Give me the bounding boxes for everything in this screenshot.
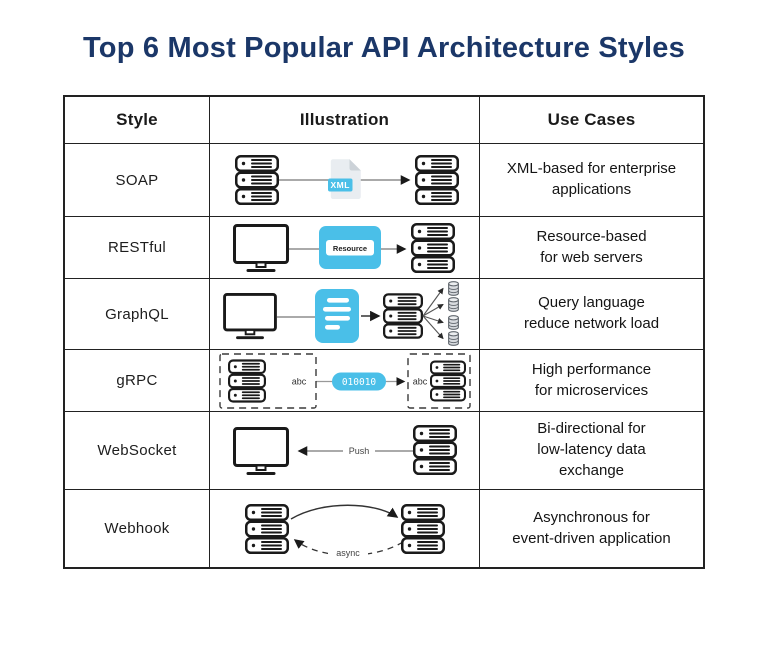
grpc-server-box: abc — [406, 352, 471, 409]
soap-illustration: XML — [234, 155, 459, 205]
query-document-icon — [314, 289, 359, 343]
style-cell-restful: RESTful — [65, 217, 210, 279]
push-label: Push — [348, 446, 369, 456]
xml-badge-label: XML — [330, 180, 349, 190]
illustration-cell-graphql — [210, 279, 480, 350]
server-icon — [412, 424, 457, 475]
server-icon — [429, 359, 466, 402]
grpc-right-label: abc — [412, 376, 427, 386]
database-icon — [447, 297, 459, 312]
server-icon — [414, 155, 459, 205]
database-icon — [447, 281, 459, 296]
usecase-cell-soap: XML-based for enterprise applications — [480, 144, 703, 217]
async-label: async — [336, 548, 360, 558]
monitor-icon — [232, 223, 289, 272]
monitor-icon — [222, 293, 277, 340]
page-title: Top 6 Most Popular API Architecture Styl… — [83, 32, 685, 64]
database-icon — [447, 331, 459, 346]
header-use-cases: Use Cases — [480, 97, 703, 144]
illustration-cell-soap: XML — [210, 144, 480, 217]
style-cell-grpc: gRPC — [65, 350, 210, 412]
restful-illustration: Resource — [232, 222, 455, 273]
monitor-icon — [232, 426, 289, 475]
style-cell-webhook: Webhook — [65, 490, 210, 567]
usecase-cell-websocket: Bi-directional for low-latency data exch… — [480, 412, 703, 490]
usecase-cell-webhook: Asynchronous for event-driven applicatio… — [480, 490, 703, 567]
server-icon — [410, 222, 455, 273]
illustration-cell-websocket: Push — [210, 412, 480, 490]
xml-file-icon: XML — [327, 159, 361, 199]
server-icon — [382, 293, 423, 339]
header-illustration: Illustration — [210, 97, 480, 144]
server-icon — [400, 503, 445, 554]
grpc-client-box: abc — [218, 352, 317, 409]
style-cell-graphql: GraphQL — [65, 279, 210, 350]
style-cell-websocket: WebSocket — [65, 412, 210, 490]
illustration-cell-webhook: async — [210, 490, 480, 567]
illustration-cell-restful: Resource — [210, 217, 480, 279]
server-icon — [244, 503, 289, 554]
api-styles-table: Style Illustration Use Cases SOAP XML XM… — [63, 95, 705, 569]
webhook-illustration: async — [244, 503, 445, 559]
grpc-left-label: abc — [291, 376, 306, 386]
grpc-illustration: abc 010010 abc — [218, 352, 471, 409]
illustration-cell-grpc: abc 010010 abc — [210, 350, 480, 412]
header-style: Style — [65, 97, 210, 144]
resource-label: Resource — [332, 244, 366, 253]
resource-box: Resource — [318, 225, 381, 269]
style-cell-soap: SOAP — [65, 144, 210, 217]
database-icon — [447, 315, 459, 330]
usecase-cell-restful: Resource-based for web servers — [480, 217, 703, 279]
server-icon — [234, 155, 279, 205]
usecase-cell-grpc: High performance for microservices — [480, 350, 703, 412]
graphql-illustration — [222, 281, 459, 346]
websocket-illustration: Push — [232, 424, 457, 475]
server-icon — [227, 358, 266, 403]
usecase-cell-graphql: Query language reduce network load — [480, 279, 703, 350]
binary-packet: 010010 — [331, 372, 386, 390]
binary-packet-label: 010010 — [341, 377, 376, 388]
